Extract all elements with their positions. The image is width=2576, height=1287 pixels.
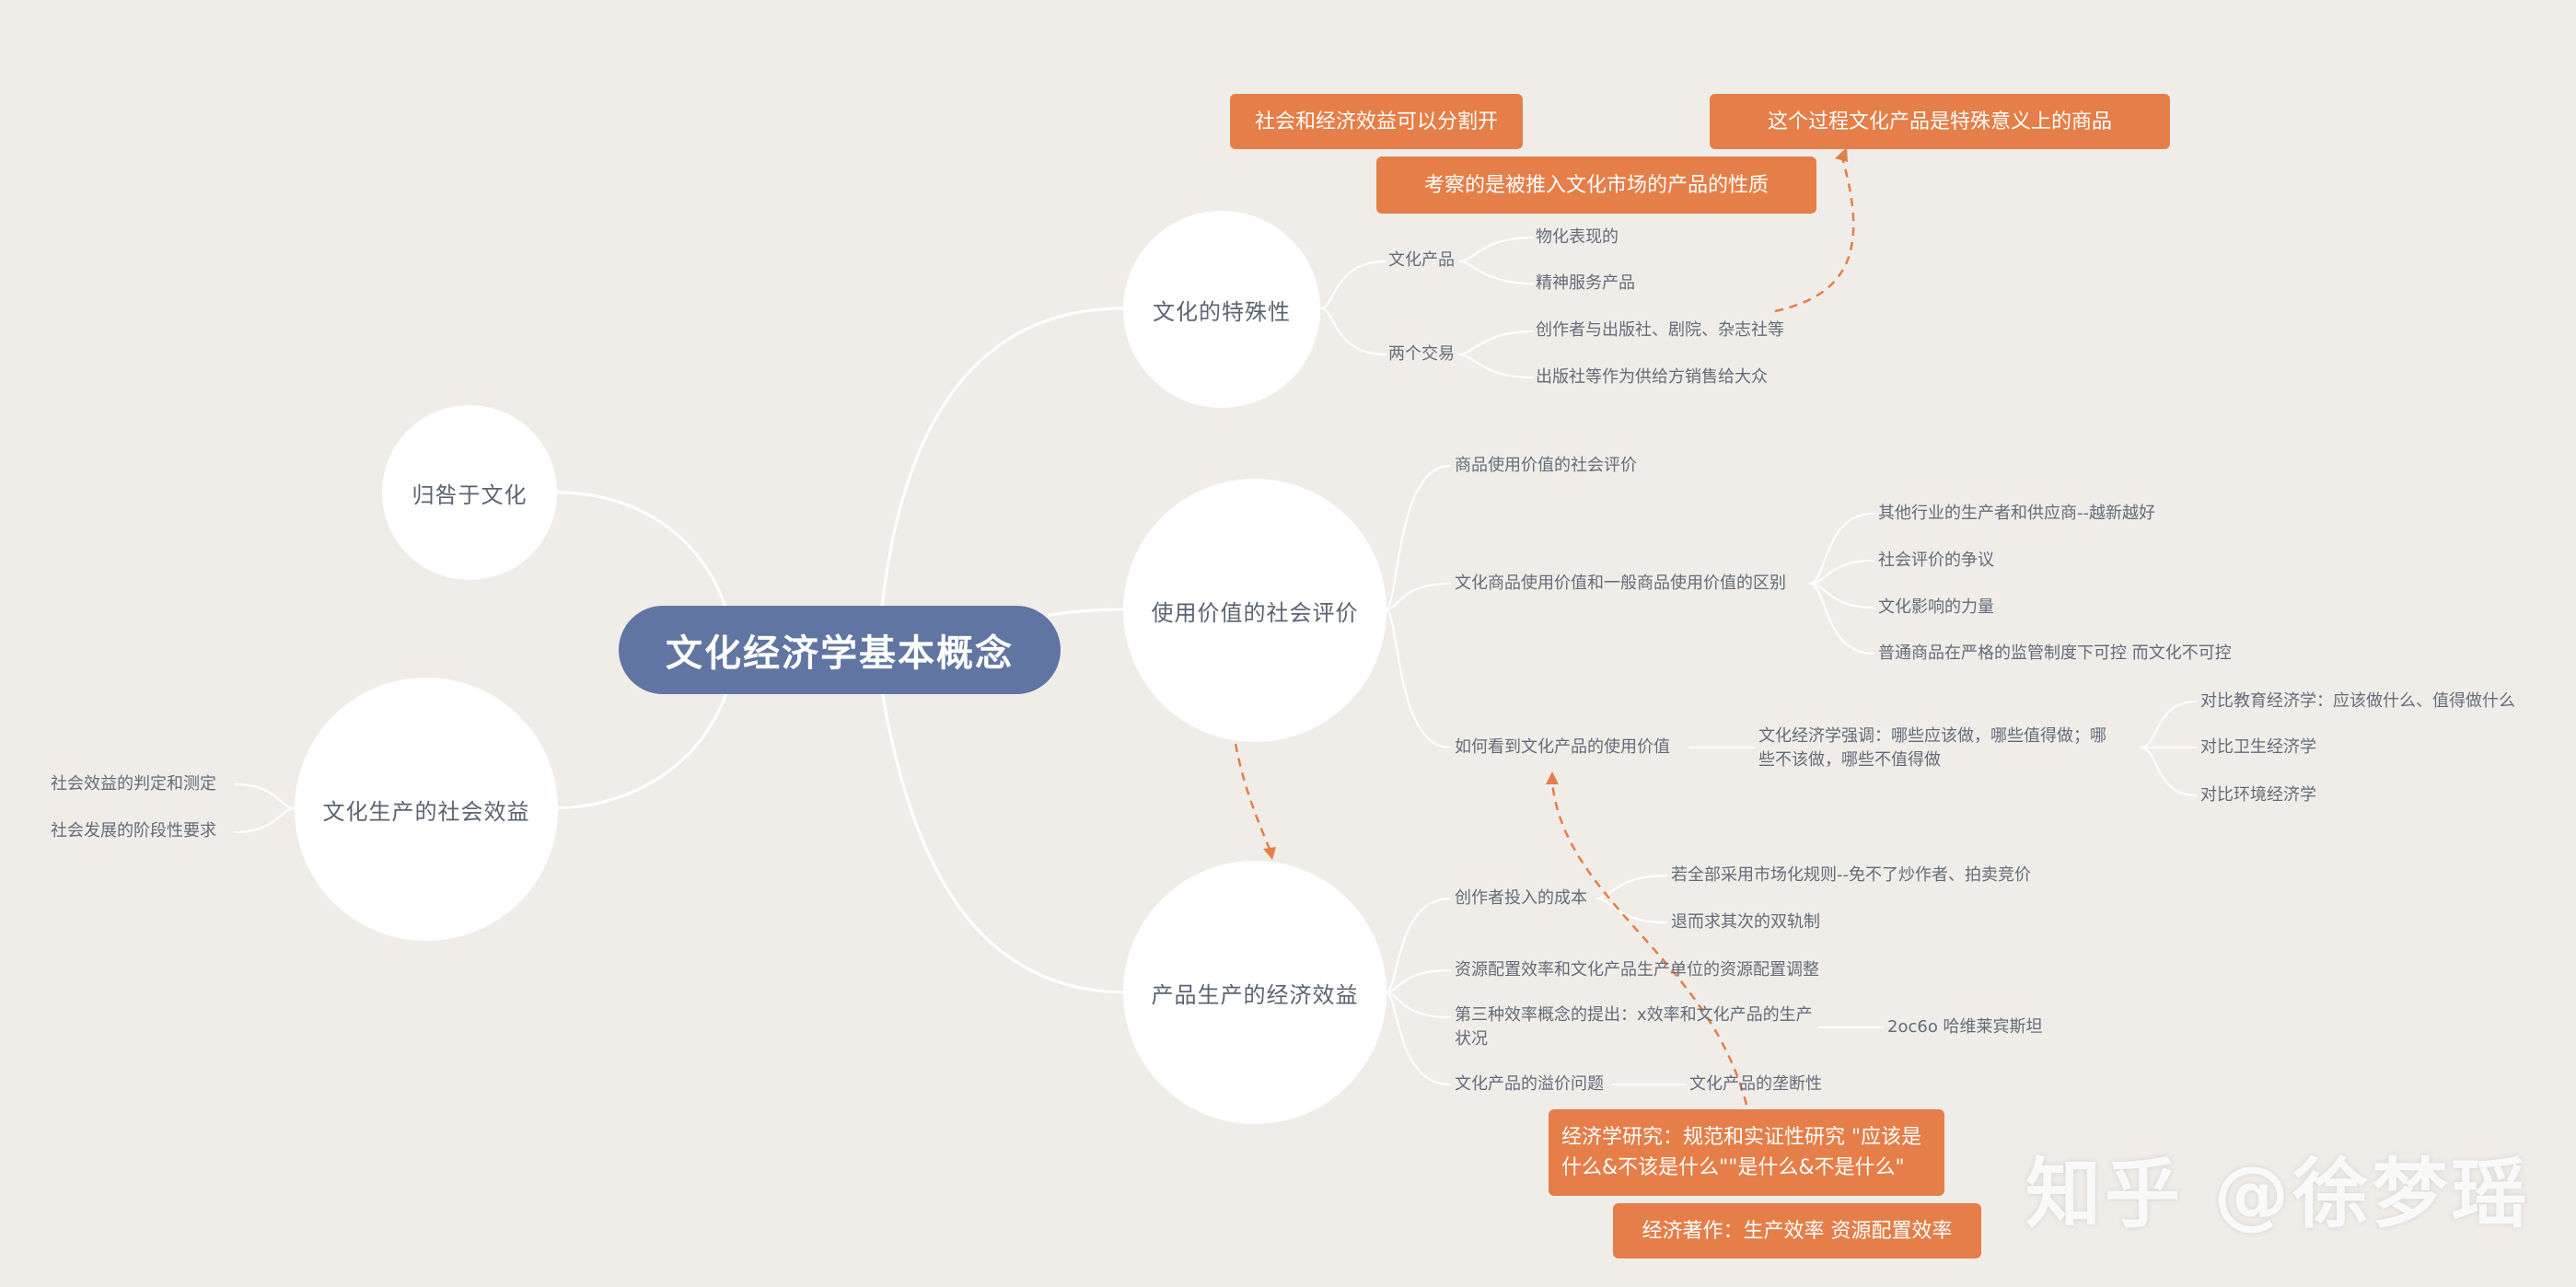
leaf-environment-econ: 对比环境经济学 <box>2200 785 2316 805</box>
leaf-education-econ: 对比教育经济学：应该做什么、值得做什么 <box>2200 691 2515 711</box>
note-special-commodity[interactable]: 这个过程文化产品是特殊意义上的商品 <box>1710 94 2170 149</box>
leaf-cultural-product: 文化产品 <box>1388 250 1455 270</box>
branch-special[interactable]: 文化的特殊性 <box>1123 211 1320 408</box>
leaf-social-stage: 社会发展的阶段性要求 <box>51 821 216 841</box>
wire-root-econ <box>880 689 1125 994</box>
root-node[interactable]: 文化经济学基本概念 <box>619 606 1061 694</box>
wire-root-special <box>880 307 1125 609</box>
wire-root-culture <box>555 491 727 609</box>
leaf-material: 物化表现的 <box>1536 227 1619 247</box>
leaf-health-econ: 对比卫生经济学 <box>2200 737 2316 757</box>
note-normative-research[interactable]: 经济学研究：规范和实证性研究 "应该是什么&不该是什么""是什么&不是什么" <box>1549 1109 1944 1196</box>
leaf-emphasis: 文化经济学强调：哪些应该做，哪些值得做；哪些不该做，哪些不值得做 <box>1758 726 2106 770</box>
leaf-creator-publisher: 创作者与出版社、剧院、杂志社等 <box>1536 320 1784 340</box>
leaf-controversy: 社会评价的争议 <box>1878 551 1994 570</box>
leaf-x-efficiency: 第三种效率概念的提出：x效率和文化产品的生产状况 <box>1455 1005 1813 1049</box>
leaf-monopoly: 文化产品的垄断性 <box>1689 1074 1822 1094</box>
leaf-cultural-influence: 文化影响的力量 <box>1878 597 1994 617</box>
leaf-use-value-diff: 文化商品使用价值和一般商品使用价值的区别 <box>1455 574 1786 593</box>
branch-culture[interactable]: 归咎于文化 <box>382 405 557 580</box>
leaf-leibenstein: 2oc6o 哈维莱宾斯坦 <box>1887 1017 2043 1037</box>
dashed-link-note-howsee <box>1550 782 1748 1106</box>
dashed-link-usevalue-econ <box>1234 743 1272 852</box>
leaf-resource-allocation: 资源配置效率和文化产品生产单位的资源配置调整 <box>1455 960 1819 980</box>
leaf-two-trades: 两个交易 <box>1388 344 1455 364</box>
leaf-controllable: 普通商品在严格的监管制度下可控 而文化不可控 <box>1878 644 2232 663</box>
wire-root-social <box>555 693 727 810</box>
leaf-market-rules: 若全部采用市场化规则--免不了炒作者、拍卖竞价 <box>1671 865 2031 885</box>
note-market-nature[interactable]: 考察的是被推入文化市场的产品的性质 <box>1376 157 1816 214</box>
note-separable[interactable]: 社会和经济效益可以分割开 <box>1230 94 1523 149</box>
leaf-use-value-eval: 商品使用价值的社会评价 <box>1455 456 1637 475</box>
leaf-newer-better: 其他行业的生产者和供应商--越新越好 <box>1878 504 2155 523</box>
leaf-premium: 文化产品的溢价问题 <box>1455 1074 1604 1094</box>
leaf-creator-cost: 创作者投入的成本 <box>1455 888 1587 908</box>
watermark: 知乎 @徐梦瑶 <box>2025 1151 2531 1238</box>
wire-root-usevalue <box>1048 608 1125 617</box>
leaf-dual-track: 退而求其次的双轨制 <box>1671 912 1820 932</box>
branch-econ-benefit[interactable]: 产品生产的经济效益 <box>1123 861 1387 1124</box>
leaf-how-see: 如何看到文化产品的使用价值 <box>1455 737 1670 757</box>
branch-social-benefit[interactable]: 文化生产的社会效益 <box>295 678 558 941</box>
leaf-social-measure: 社会效益的判定和测定 <box>51 774 216 794</box>
note-efficiency-works[interactable]: 经济著作：生产效率 资源配置效率 <box>1613 1203 1981 1258</box>
leaf-publisher-public: 出版社等作为供给方销售给大众 <box>1536 367 1768 387</box>
branch-use-value[interactable]: 使用价值的社会评价 <box>1123 479 1387 742</box>
dashed-link-trade-note <box>1774 154 1855 313</box>
leaf-spiritual-service: 精神服务产品 <box>1536 273 1635 293</box>
